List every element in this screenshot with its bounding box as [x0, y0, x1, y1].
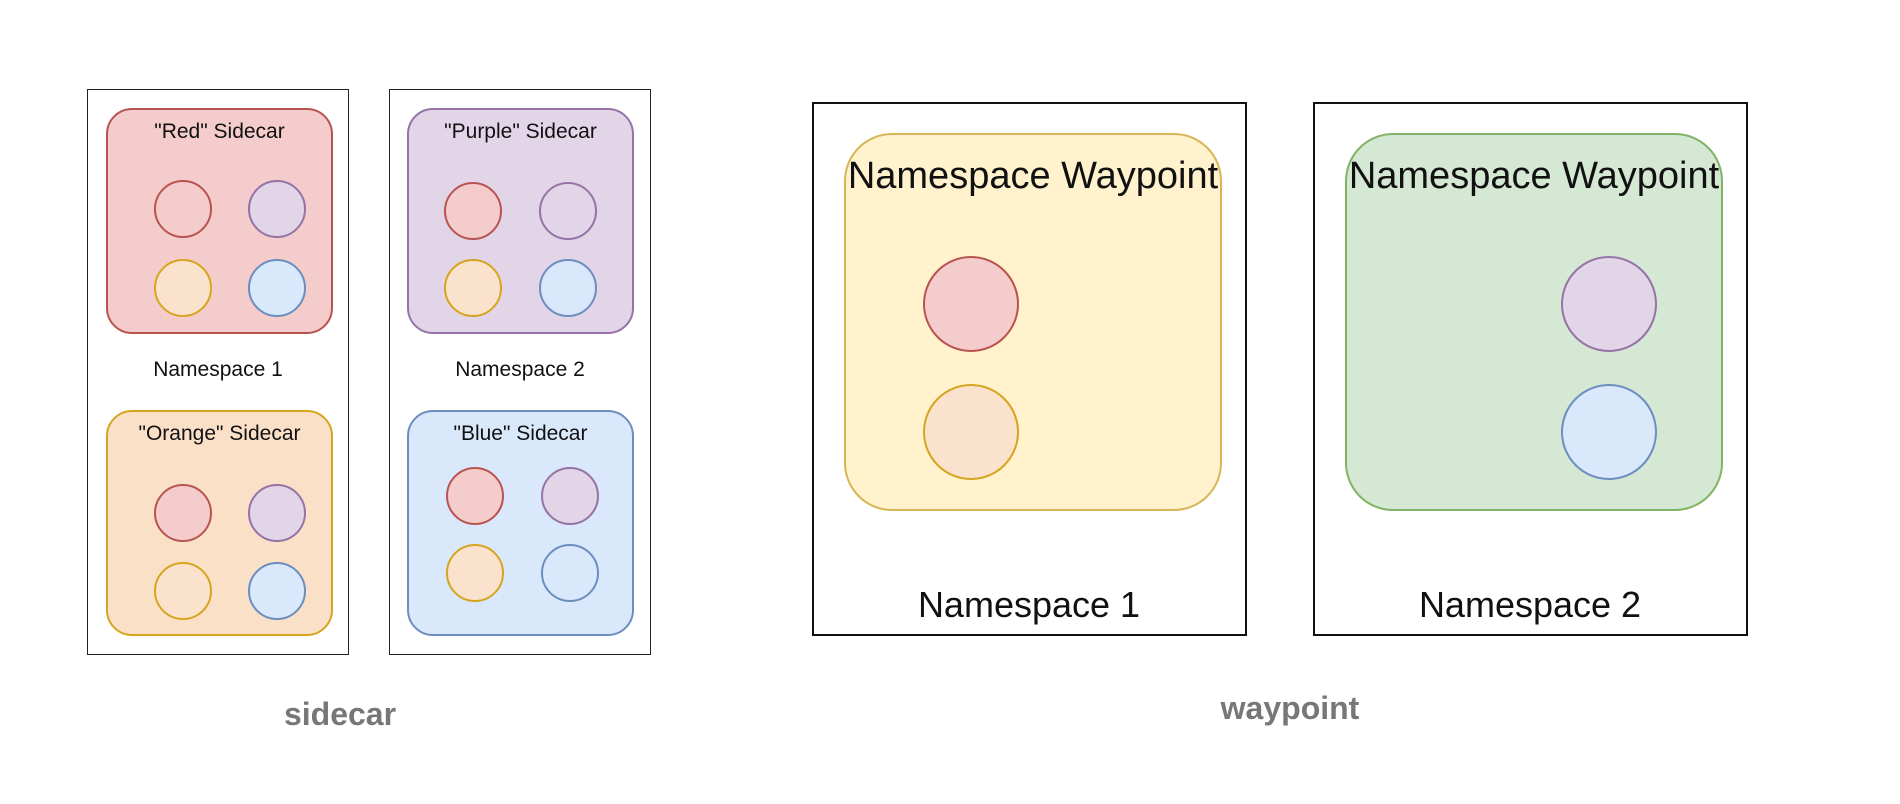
orange-workload-circle — [444, 259, 502, 317]
namespace-label: Namespace 2 — [455, 358, 585, 381]
orange-workload-circle — [154, 562, 212, 620]
namespace-label: Namespace 1 — [917, 584, 1141, 625]
namespace-waypoint: Namespace Waypoint — [1345, 133, 1723, 511]
purple-workload-circle — [541, 467, 599, 525]
red-workload-circle — [923, 256, 1019, 352]
red-workload-circle — [444, 182, 502, 240]
orange-sidecar: "Orange" Sidecar — [106, 410, 333, 636]
waypoint-title: Namespace Waypoint — [847, 155, 1219, 197]
sidecar-title: "Orange" Sidecar — [138, 422, 301, 445]
purple-sidecar: "Purple" Sidecar — [407, 108, 634, 334]
namespace-label: Namespace 1 — [153, 358, 283, 381]
blue-workload-circle — [539, 259, 597, 317]
orange-workload-circle — [154, 259, 212, 317]
sidecar-title: "Red" Sidecar — [154, 120, 285, 143]
red-workload-circle — [154, 484, 212, 542]
sidecar-namespace-2-frame — [389, 89, 651, 655]
orange-workload-circle — [923, 384, 1019, 480]
sidecar-title: "Blue" Sidecar — [453, 422, 588, 445]
purple-workload-circle — [248, 484, 306, 542]
sidecar-namespace-1-frame — [87, 89, 349, 655]
waypoint-namespace-2-frame: Namespace Waypoint Namespace 2 — [1313, 102, 1748, 636]
purple-workload-circle — [248, 180, 306, 238]
blue-workload-circle — [541, 544, 599, 602]
waypoint-caption: waypoint — [1220, 690, 1360, 726]
sidecar-title: "Purple" Sidecar — [444, 120, 597, 143]
sidecar-caption: sidecar — [283, 696, 397, 732]
blue-workload-circle — [248, 259, 306, 317]
namespace-waypoint: Namespace Waypoint — [844, 133, 1222, 511]
namespace-label: Namespace 2 — [1418, 584, 1642, 625]
orange-workload-circle — [446, 544, 504, 602]
red-workload-circle — [446, 467, 504, 525]
red-workload-circle — [154, 180, 212, 238]
blue-workload-circle — [248, 562, 306, 620]
purple-workload-circle — [1561, 256, 1657, 352]
purple-workload-circle — [539, 182, 597, 240]
blue-sidecar: "Blue" Sidecar — [407, 410, 634, 636]
red-sidecar: "Red" Sidecar — [106, 108, 333, 334]
blue-workload-circle — [1561, 384, 1657, 480]
waypoint-namespace-1-frame: Namespace Waypoint Namespace 1 — [812, 102, 1247, 636]
waypoint-title: Namespace Waypoint — [1348, 155, 1720, 197]
